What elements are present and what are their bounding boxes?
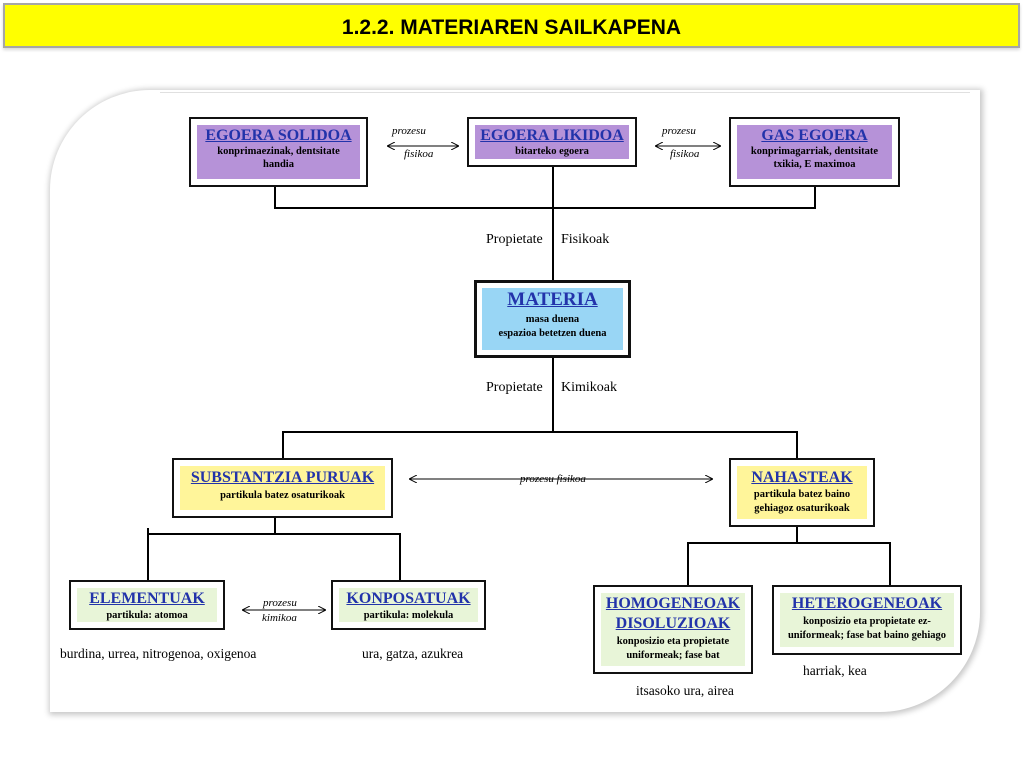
gas-state-desc: konprimagarriak, dentsitate txikia, E ma… (750, 146, 879, 170)
materia-box: MATERIA masa duena espazioa betetzen due… (474, 280, 631, 358)
liquid-state-box: EGOERA LIKIDOA bitarteko egoera (467, 117, 637, 167)
pure-bracket (147, 528, 401, 580)
homogeneous-title1: HOMOGENEOAK (605, 595, 741, 612)
homogeneous-title2: DISOLUZIOAK (615, 615, 731, 632)
pure-substances-desc: partikula batez osaturikoak (220, 490, 345, 501)
homogeneous-box: HOMOGENEOAK DISOLUZIOAK konposizio eta p… (593, 585, 753, 674)
states-bracket (274, 186, 816, 209)
heterogeneous-examples: harriak, kea (803, 663, 867, 678)
solid-state-box: EGOERA SOLIDOA konprimaezinak, dentsitat… (189, 117, 368, 187)
chemical-props-right: Kimikoak (561, 380, 617, 395)
pure-substances-title: SUBSTANTZIA PURUAK (190, 469, 375, 486)
physical-props-left: Propietate (486, 232, 543, 247)
mixtures-bracket (687, 542, 891, 585)
homogeneous-line2: uniformeak; fase bat (626, 650, 720, 661)
mixtures-line1: partikula batez baino (753, 489, 851, 500)
homogeneous-examples: itsasoko ura, airea (636, 683, 734, 698)
mixtures-box: NAHASTEAK partikula batez baino gehiagoz… (729, 458, 875, 527)
compounds-box: KONPOSATUAK partikula: molekula (331, 580, 486, 630)
gas-state-title: GAS EGOERA (761, 127, 868, 144)
compounds-desc: partikula: molekula (363, 610, 454, 621)
elements-title: ELEMENTUAK (89, 590, 205, 607)
heterogeneous-box: HETEROGENEOAK konposizio eta propietate … (772, 585, 962, 655)
solid-state-title: EGOERA SOLIDOA (205, 127, 352, 144)
elements-desc: partikula: atomoa (106, 610, 188, 621)
process-label-2b: fisikoa (670, 148, 700, 160)
elements-box: ELEMENTUAK partikula: atomoa (69, 580, 225, 630)
materia-title: MATERIA (507, 289, 598, 310)
process-label-4b: kimikoa (262, 612, 297, 624)
solid-state-desc: konprimaezinak, dentsitate handia (217, 146, 340, 170)
chemical-props-left: Propietate (486, 380, 543, 395)
mixtures-title: NAHASTEAK (751, 469, 853, 486)
process-label-2a: prozesu (662, 125, 696, 137)
process-label-1a: prozesu (392, 125, 426, 137)
process-label-1b: fisikoa (404, 148, 434, 160)
gas-state-box: GAS EGOERA konprimagarriak, dentsitate t… (729, 117, 900, 187)
heterogeneous-title: HETEROGENEOAK (791, 595, 943, 612)
homogeneous-line1: konposizio eta propietate (616, 636, 730, 647)
liquid-state-title: EGOERA LIKIDOA (480, 127, 624, 144)
compounds-title: KONPOSATUAK (346, 590, 471, 607)
elements-examples: burdina, urrea, nitrogenoa, oxigenoa (60, 646, 257, 661)
heterogeneous-line2: uniformeak; fase bat baino gehiago (787, 630, 947, 641)
process-label-4a: prozesu (263, 597, 297, 609)
panel-top-edge (160, 92, 970, 93)
slide-title: 1.2.2. MATERIAREN SAILKAPENA (341, 16, 682, 39)
physical-props-right: Fisikoak (561, 232, 610, 247)
heterogeneous-line1: konposizio eta propietate ez- (803, 616, 931, 627)
materia-line2: espazioa betetzen duena (498, 328, 607, 339)
materia-line1: masa duena (525, 314, 580, 325)
compounds-examples: ura, gatza, azukrea (362, 646, 464, 661)
pure-substances-box: SUBSTANTZIA PURUAK partikula batez osatu… (172, 458, 393, 518)
liquid-state-desc: bitarteko egoera (515, 146, 589, 157)
mixtures-line2: gehiagoz osaturikoak (754, 503, 850, 514)
substances-bracket (282, 431, 798, 458)
process-label-3: prozesu fisikoa (520, 473, 586, 485)
title-bar: 1.2.2. MATERIAREN SAILKAPENA (3, 3, 1020, 48)
